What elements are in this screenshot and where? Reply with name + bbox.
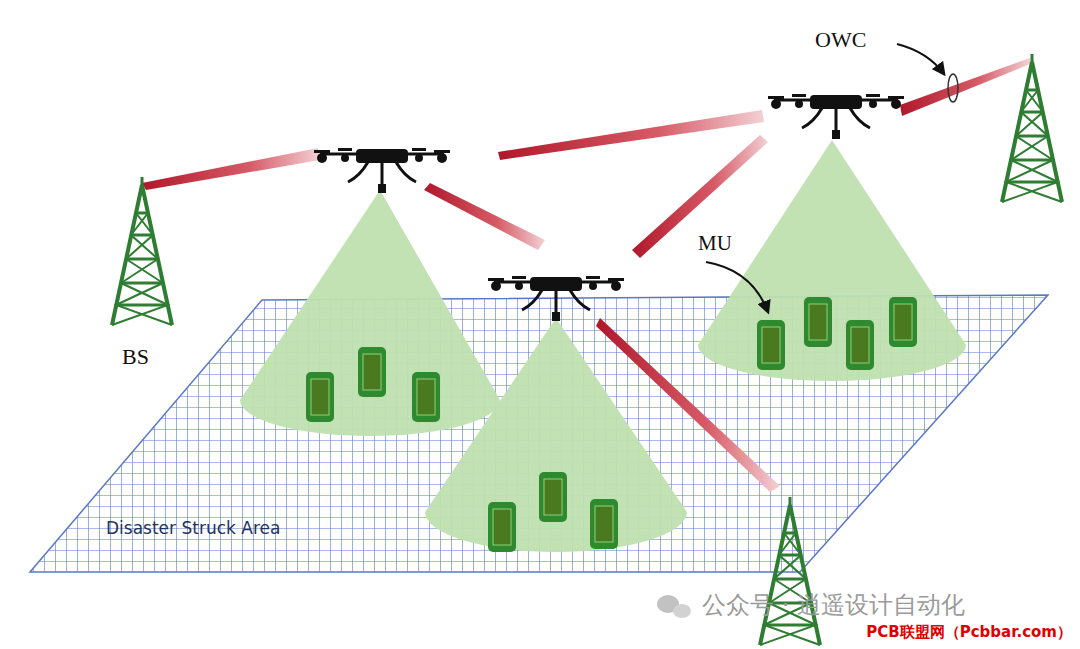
owc-label: OWC <box>815 28 866 52</box>
area-label: Disaster Struck Area <box>106 519 280 538</box>
site-watermark: PCB联盟网（Pcbbar.com） <box>864 623 1074 642</box>
mu-label: MU <box>698 232 732 255</box>
watermark: 公众号 · 逍遥设计自动化 <box>702 592 965 618</box>
bs-label: BS <box>122 345 149 369</box>
